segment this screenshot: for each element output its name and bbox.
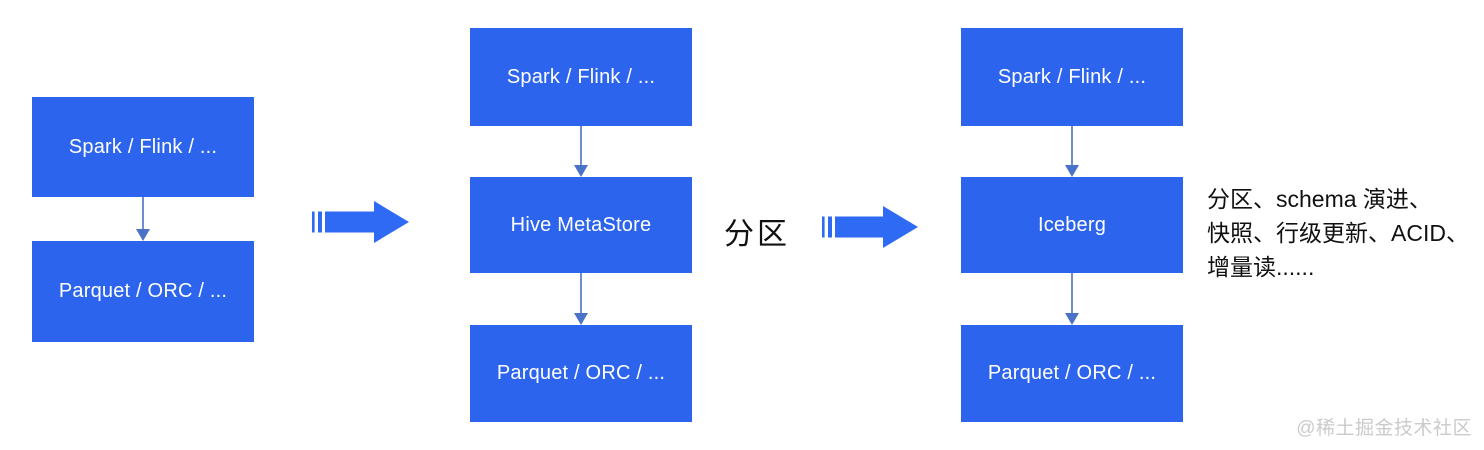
- node-label: Spark / Flink / ...: [997, 65, 1147, 88]
- node-label: Spark / Flink / ...: [68, 135, 218, 158]
- transition-label-partition: 分区: [724, 218, 790, 251]
- node-hive-metastore: Hive MetaStore: [470, 177, 692, 273]
- node-iceberg: Iceberg: [961, 177, 1183, 273]
- node-spark-flink-col3: Spark / Flink / ...: [961, 28, 1183, 126]
- node-label: Parquet / ORC / ...: [987, 362, 1157, 384]
- watermark: @稀土掘金技术社区: [1296, 418, 1472, 439]
- node-parquet-orc-col1: Parquet / ORC / ...: [32, 241, 254, 342]
- iceberg-features-line-2: 快照、行级更新、ACID、: [1207, 220, 1469, 246]
- down-arrow-icon: [1065, 273, 1079, 325]
- right-arrow-icon: [312, 201, 409, 243]
- node-label: Iceberg: [1037, 213, 1107, 236]
- node-parquet-orc-col3: Parquet / ORC / ...: [961, 325, 1183, 422]
- down-arrow-icon: [574, 273, 588, 325]
- node-spark-flink-col1: Spark / Flink / ...: [32, 97, 254, 197]
- node-label: Parquet / ORC / ...: [58, 280, 228, 302]
- iceberg-features-note: 分区、schema 演进、 快照、行级更新、ACID、 增量读......: [1207, 182, 1469, 284]
- node-label: Spark / Flink / ...: [506, 65, 656, 88]
- down-arrow-icon: [1065, 126, 1079, 177]
- iceberg-features-line-1: 分区、schema 演进、: [1207, 186, 1432, 212]
- down-arrow-icon: [136, 197, 150, 241]
- right-arrow-icon: [822, 206, 918, 248]
- node-spark-flink-col2: Spark / Flink / ...: [470, 28, 692, 126]
- node-parquet-orc-col2: Parquet / ORC / ...: [470, 325, 692, 422]
- iceberg-features-line-3: 增量读......: [1207, 254, 1315, 280]
- node-label: Hive MetaStore: [510, 213, 652, 236]
- down-arrow-icon: [574, 126, 588, 177]
- node-label: Parquet / ORC / ...: [496, 362, 666, 384]
